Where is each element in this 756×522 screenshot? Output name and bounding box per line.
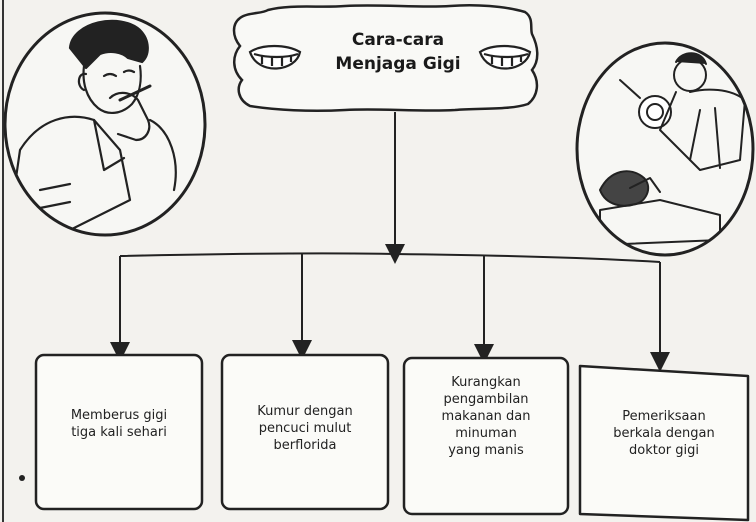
box-line: tiga kali sehari xyxy=(71,425,167,440)
box-line: yang manis xyxy=(448,443,524,458)
box-dental-checkup xyxy=(578,364,750,522)
box-brush-teeth xyxy=(34,353,204,511)
box-label-dental-checkup: Pemeriksaan berkala dengan doktor gigi xyxy=(586,408,742,459)
box-mouthwash xyxy=(220,353,390,511)
title-line: Cara-cara xyxy=(351,30,445,50)
box-label-mouthwash: Kumur dengan pencuci mulut berflorida xyxy=(226,403,384,454)
smiling-mouth-icon xyxy=(478,44,532,70)
box-line: Pemeriksaan xyxy=(622,409,706,424)
box-line: makanan dan xyxy=(441,409,531,424)
box-line: doktor gigi xyxy=(629,443,699,458)
box-line: berkala dengan xyxy=(613,426,715,441)
dentist-examining-patient-illustration xyxy=(575,41,755,257)
box-line: Kumur dengan xyxy=(257,404,353,419)
box-line: pengambilan xyxy=(443,392,529,407)
box-line: pencuci mulut xyxy=(258,421,352,436)
boy-brushing-teeth-illustration xyxy=(3,11,207,237)
title-cloud xyxy=(232,4,539,113)
page-title: Cara-cara Menjaga Gigi xyxy=(318,28,478,76)
box-line: minuman xyxy=(455,426,517,441)
box-line: berflorida xyxy=(273,438,337,453)
box-label-reduce-sweets: Kurangkan pengambilan makanan dan minuma… xyxy=(408,374,564,459)
title-line: Menjaga Gigi xyxy=(335,54,461,74)
stray-dot xyxy=(19,475,25,481)
connector-lines xyxy=(110,112,670,372)
box-line: Kurangkan xyxy=(451,375,521,390)
box-label-brush-teeth: Memberus gigi tiga kali sehari xyxy=(40,407,198,441)
box-line: Memberus gigi xyxy=(70,408,168,423)
horizontal-branch-line xyxy=(119,252,661,263)
smiling-mouth-icon xyxy=(248,44,302,70)
box-reduce-sweets xyxy=(402,356,570,516)
